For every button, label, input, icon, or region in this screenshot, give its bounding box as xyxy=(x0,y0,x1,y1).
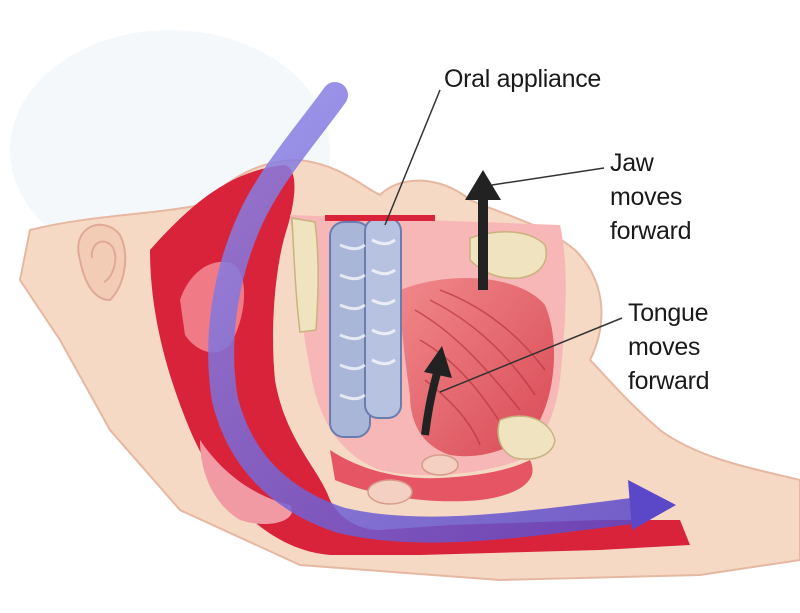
oral-appliance-text: Oral appliance xyxy=(444,65,602,93)
pharynx-tissue xyxy=(150,165,690,555)
jaw-label-line2: moves xyxy=(610,183,683,211)
jaw-arrow xyxy=(465,170,501,290)
jaw-label: Jaw moves forward xyxy=(610,146,692,248)
ear-inner xyxy=(90,240,117,283)
tongue-fibers xyxy=(414,289,546,446)
tongue xyxy=(400,278,555,457)
hyoid xyxy=(367,479,413,505)
cervical-bone xyxy=(291,217,319,333)
tongue-label-line3: forward xyxy=(628,367,710,395)
tongue-arrow xyxy=(421,346,452,436)
throat-tissue xyxy=(200,440,292,525)
airflow-arrowhead xyxy=(628,480,676,530)
oral-appliance xyxy=(325,215,435,438)
tongue-label-line1: Tongue xyxy=(628,299,709,327)
jaw-label-line1: Jaw xyxy=(610,149,654,177)
jaw-label-line3: forward xyxy=(610,217,692,245)
tongue-label-line2: moves xyxy=(628,333,701,361)
airflow-stream xyxy=(208,82,653,543)
oral-appliance-leader xyxy=(384,89,441,226)
lower-jaw-bone xyxy=(497,415,556,460)
jaw-leader xyxy=(491,167,605,186)
tongue-leader xyxy=(439,317,623,393)
oral-appliance-label: Oral appliance xyxy=(444,62,601,96)
epiglottis xyxy=(421,454,459,476)
tongue-label: Tongue moves forward xyxy=(628,296,710,398)
ear xyxy=(77,223,127,302)
